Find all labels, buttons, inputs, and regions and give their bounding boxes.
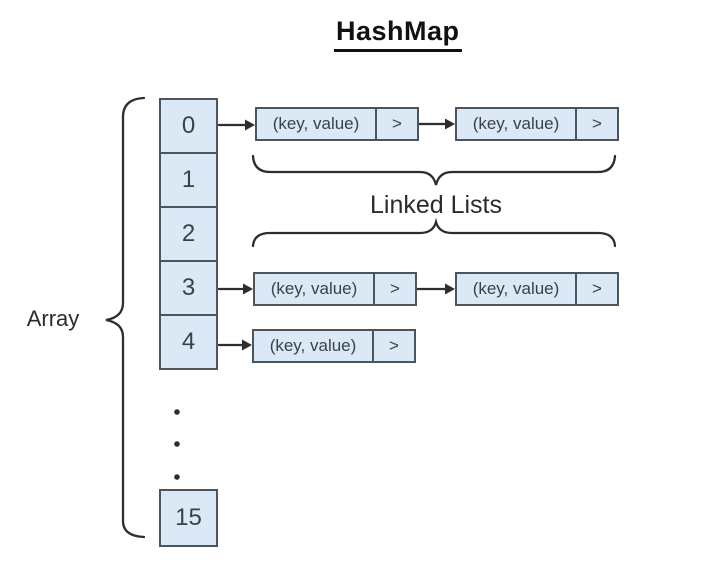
arrow-row0-node1-to-node2: [417, 118, 455, 130]
brace-over-row3: [251, 217, 617, 248]
linked-list-node: (key, value) >: [255, 107, 419, 141]
node-next-pointer: >: [575, 274, 617, 304]
node-next-pointer: >: [372, 331, 414, 361]
array-cell-4: 4: [159, 314, 218, 370]
array-label: Array: [26, 306, 80, 331]
arrow-bucket3-to-node: [217, 283, 253, 295]
node-key-value: (key, value): [472, 279, 560, 298]
node-next-pointer: >: [575, 109, 617, 139]
array-cell-1: 1: [159, 152, 218, 208]
array-cell-15: 15: [159, 489, 218, 547]
node-key-value: (key, value): [272, 114, 360, 133]
brace-under-row0: [251, 154, 617, 186]
linked-list-node: (key, value) >: [252, 329, 416, 363]
linked-list-node: (key, value) >: [455, 272, 619, 306]
array-cell-0: 0: [159, 98, 218, 154]
array-brace: [105, 96, 146, 539]
ellipsis-dots: [174, 409, 180, 480]
page-title: HashMap: [334, 16, 462, 52]
linked-list-node: (key, value) >: [253, 272, 417, 306]
array-cell-2: 2: [159, 206, 218, 262]
linked-list-node: (key, value) >: [455, 107, 619, 141]
arrow-bucket4-to-node: [217, 339, 252, 351]
node-key-value: (key, value): [269, 336, 357, 355]
arrow-bucket0-to-node: [217, 119, 255, 131]
node-key-value: (key, value): [472, 114, 560, 133]
linked-lists-label: Linked Lists: [369, 191, 503, 219]
node-next-pointer: >: [373, 274, 415, 304]
array-cell-3: 3: [159, 260, 218, 316]
node-key-value: (key, value): [270, 279, 358, 298]
node-next-pointer: >: [375, 109, 417, 139]
arrow-row3-node1-to-node2: [415, 283, 455, 295]
